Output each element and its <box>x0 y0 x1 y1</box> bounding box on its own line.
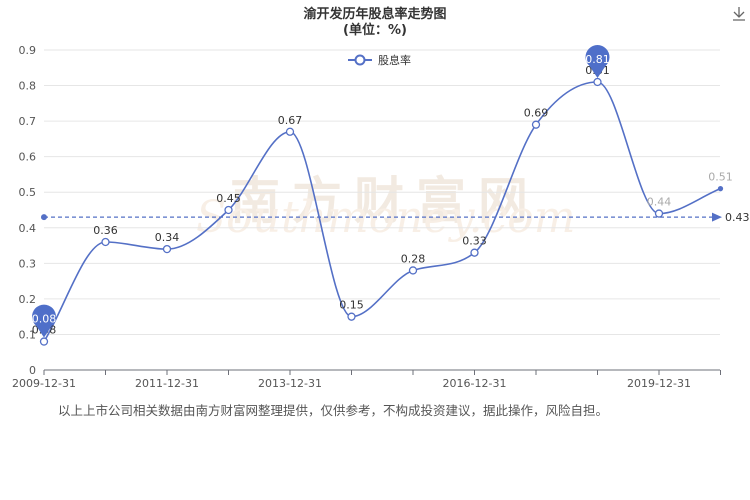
y-axis: 0 0.1 0.2 0.3 0.4 0.5 0.6 0.7 0.8 0.9 <box>19 44 37 377</box>
download-icon[interactable] <box>733 7 745 21</box>
x-tick-label: 2011-12-31 <box>135 377 199 390</box>
x-tick-label: 2013-12-31 <box>258 377 322 390</box>
data-point[interactable] <box>717 186 724 192</box>
y-tick-label: 0.7 <box>19 115 37 128</box>
data-point[interactable] <box>224 205 233 215</box>
y-tick-label: 0 <box>29 364 36 377</box>
data-label: 0.44 <box>647 196 672 209</box>
data-label: 0.67 <box>278 114 303 127</box>
marker-label: 0.08 <box>32 313 57 326</box>
watermark-cn: 南方财富网 <box>230 171 540 230</box>
legend[interactable]: 股息率 <box>348 53 411 67</box>
footnote: 以上上市公司相关数据由南方财富网整理提供，仅供参考，不构成投资建议，据此操作，风… <box>58 403 609 418</box>
marker-label: 0.81 <box>585 53 610 66</box>
x-tick-label: 2016-12-31 <box>443 377 507 390</box>
data-point[interactable] <box>408 266 418 275</box>
y-tick-label: 0.5 <box>19 186 37 199</box>
data-point[interactable] <box>162 244 172 254</box>
data-label: 0.51 <box>708 171 733 184</box>
y-tick-label: 0.8 <box>19 80 37 93</box>
data-point[interactable] <box>654 209 664 218</box>
data-point[interactable] <box>593 77 602 87</box>
watermark: 南方财富网 Southmoney.com <box>196 171 575 243</box>
data-label: 0.33 <box>462 235 487 248</box>
data-point[interactable] <box>285 127 295 136</box>
y-tick-label: 0.9 <box>19 44 37 57</box>
grid <box>44 49 720 335</box>
marker-pin <box>585 45 610 78</box>
y-tick-label: 0.4 <box>19 222 37 235</box>
markers: 0.08 0.81 <box>32 45 610 338</box>
y-tick-label: 0.2 <box>19 293 37 306</box>
data-point[interactable] <box>347 312 356 321</box>
data-label: 0.15 <box>339 299 364 312</box>
y-tick-label: 0.1 <box>19 328 37 341</box>
data-label: 0.28 <box>401 252 426 265</box>
chart-title: 渝开发历年股息率走势图 <box>303 6 446 22</box>
data-point[interactable] <box>39 337 49 346</box>
average-line: 0.43 <box>41 211 750 224</box>
data-points[interactable] <box>39 77 724 346</box>
chart-subtitle: (单位：%) <box>343 22 407 38</box>
data-point[interactable] <box>101 237 110 247</box>
legend-symbol <box>354 54 366 66</box>
data-point[interactable] <box>531 120 541 129</box>
data-label: 0.69 <box>524 107 549 120</box>
watermark-en: Southmoney.com <box>196 192 575 243</box>
data-label: 0.36 <box>93 224 118 237</box>
data-label: 0.45 <box>216 192 241 205</box>
x-tick-label: 2009-12-31 <box>12 377 76 390</box>
y-tick-label: 0.3 <box>19 257 37 270</box>
x-tick-label: 2019-12-31 <box>627 377 691 390</box>
average-arrow <box>712 212 722 222</box>
data-point[interactable] <box>470 248 479 257</box>
legend-label: 股息率 <box>378 53 411 67</box>
average-label: 0.43 <box>725 211 750 224</box>
marker-pin <box>32 304 56 338</box>
x-axis: 2009-12-31 2011-12-31 2013-12-31 2016-12-31… <box>12 369 721 390</box>
y-tick-label: 0.6 <box>19 151 37 164</box>
data-label: 0.34 <box>155 231 180 244</box>
